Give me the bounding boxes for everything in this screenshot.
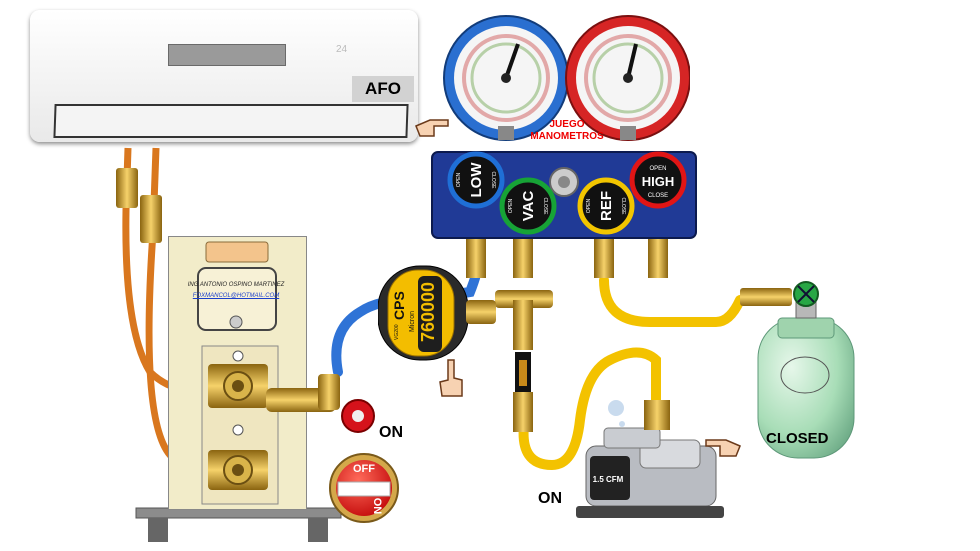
valve-vac-open: OPEN — [508, 199, 514, 214]
valve-low-open: OPEN — [456, 173, 462, 188]
ac-air-vent — [53, 104, 409, 138]
ac-label-box — [352, 76, 414, 102]
pointing-hand-icon — [439, 359, 463, 397]
pump-hose-fitting — [513, 392, 533, 432]
tee-stem — [513, 300, 533, 350]
ac-label: AFO — [365, 79, 401, 98]
high-pressure-gauge — [565, 15, 690, 141]
valve-high-close: CLOSE — [648, 193, 668, 199]
valve-vac-close: CLOSE — [542, 198, 548, 216]
valve-low-knob[interactable]: LOW OPEN CLOSE — [447, 151, 505, 209]
panel-details — [197, 241, 279, 505]
valve-ref-knob[interactable]: REF OPEN CLOSE — [577, 177, 635, 235]
valve-ref-label: REF — [598, 191, 615, 221]
gauge-pair — [443, 15, 690, 141]
yellow-hose-tank — [599, 275, 745, 327]
valve-vac-label: VAC — [520, 191, 537, 222]
manifold-valves: LOW OPEN CLOSE VAC OPEN CLOSE REF OPEN C… — [447, 151, 687, 235]
valve-high-open: OPEN — [649, 166, 666, 172]
valve-high-label: HIGH — [642, 174, 675, 189]
tee-fitting — [495, 290, 553, 308]
pump-label: 1.5 CFM — [593, 475, 624, 484]
valve-low-close: CLOSE — [490, 172, 496, 190]
ac-temp-readout: 24 — [336, 44, 348, 55]
vacuum-pump — [576, 400, 724, 518]
tank-state-label: CLOSED — [766, 430, 829, 447]
vac-port-fitting — [513, 238, 533, 278]
service-tag-name: ING ANTONIO OSPINO MARTINEZ — [187, 282, 285, 288]
pointing-hand-icon — [415, 119, 449, 137]
valve-ref-open: OPEN — [586, 199, 592, 214]
vacuum-gauge-unit: Micron — [409, 311, 416, 332]
vacuum-gauge-brand: CPS — [391, 291, 407, 320]
pointing-hand-icon — [705, 439, 741, 457]
switch-off-label: OFF — [353, 463, 375, 475]
ref-port-fitting — [594, 238, 614, 278]
valve-vac-knob[interactable]: VAC OPEN CLOSE — [499, 177, 557, 235]
vacuum-gauge-model: VG200 — [394, 324, 400, 340]
pump-capacity: 1.5 CFM — [593, 475, 624, 484]
manifold-title-line2: MANOMETROS — [530, 131, 604, 142]
power-switch[interactable]: OFF ON — [328, 452, 400, 524]
service-tag-email: FOXMANCOL@HOTMAIL.COM — [192, 293, 280, 299]
low-pressure-gauge — [443, 15, 569, 141]
switch-on-label: ON — [371, 498, 383, 515]
refrigerant-tank — [740, 281, 855, 459]
valve-ref-close: CLOSE — [620, 198, 626, 216]
flare-nut — [116, 168, 138, 208]
service-adapter — [266, 374, 375, 433]
valve-state-label: ON — [379, 424, 403, 441]
vacuum-reading: 760000 — [418, 282, 438, 342]
digital-vacuum-gauge: 760000 CPS Micron VG200 — [378, 265, 496, 361]
low-port-fitting — [466, 238, 486, 278]
valve-high-knob[interactable]: HIGH OPEN CLOSE — [629, 151, 687, 209]
flare-nut — [140, 195, 162, 243]
pump-state-label: ON — [538, 490, 562, 507]
valve-low-label: LOW — [468, 162, 485, 198]
ac-display — [168, 44, 286, 66]
high-port-fitting — [648, 238, 668, 278]
yellow-hose-pump — [518, 347, 661, 471]
manifold-title-line1: JUEGO — [549, 119, 585, 130]
